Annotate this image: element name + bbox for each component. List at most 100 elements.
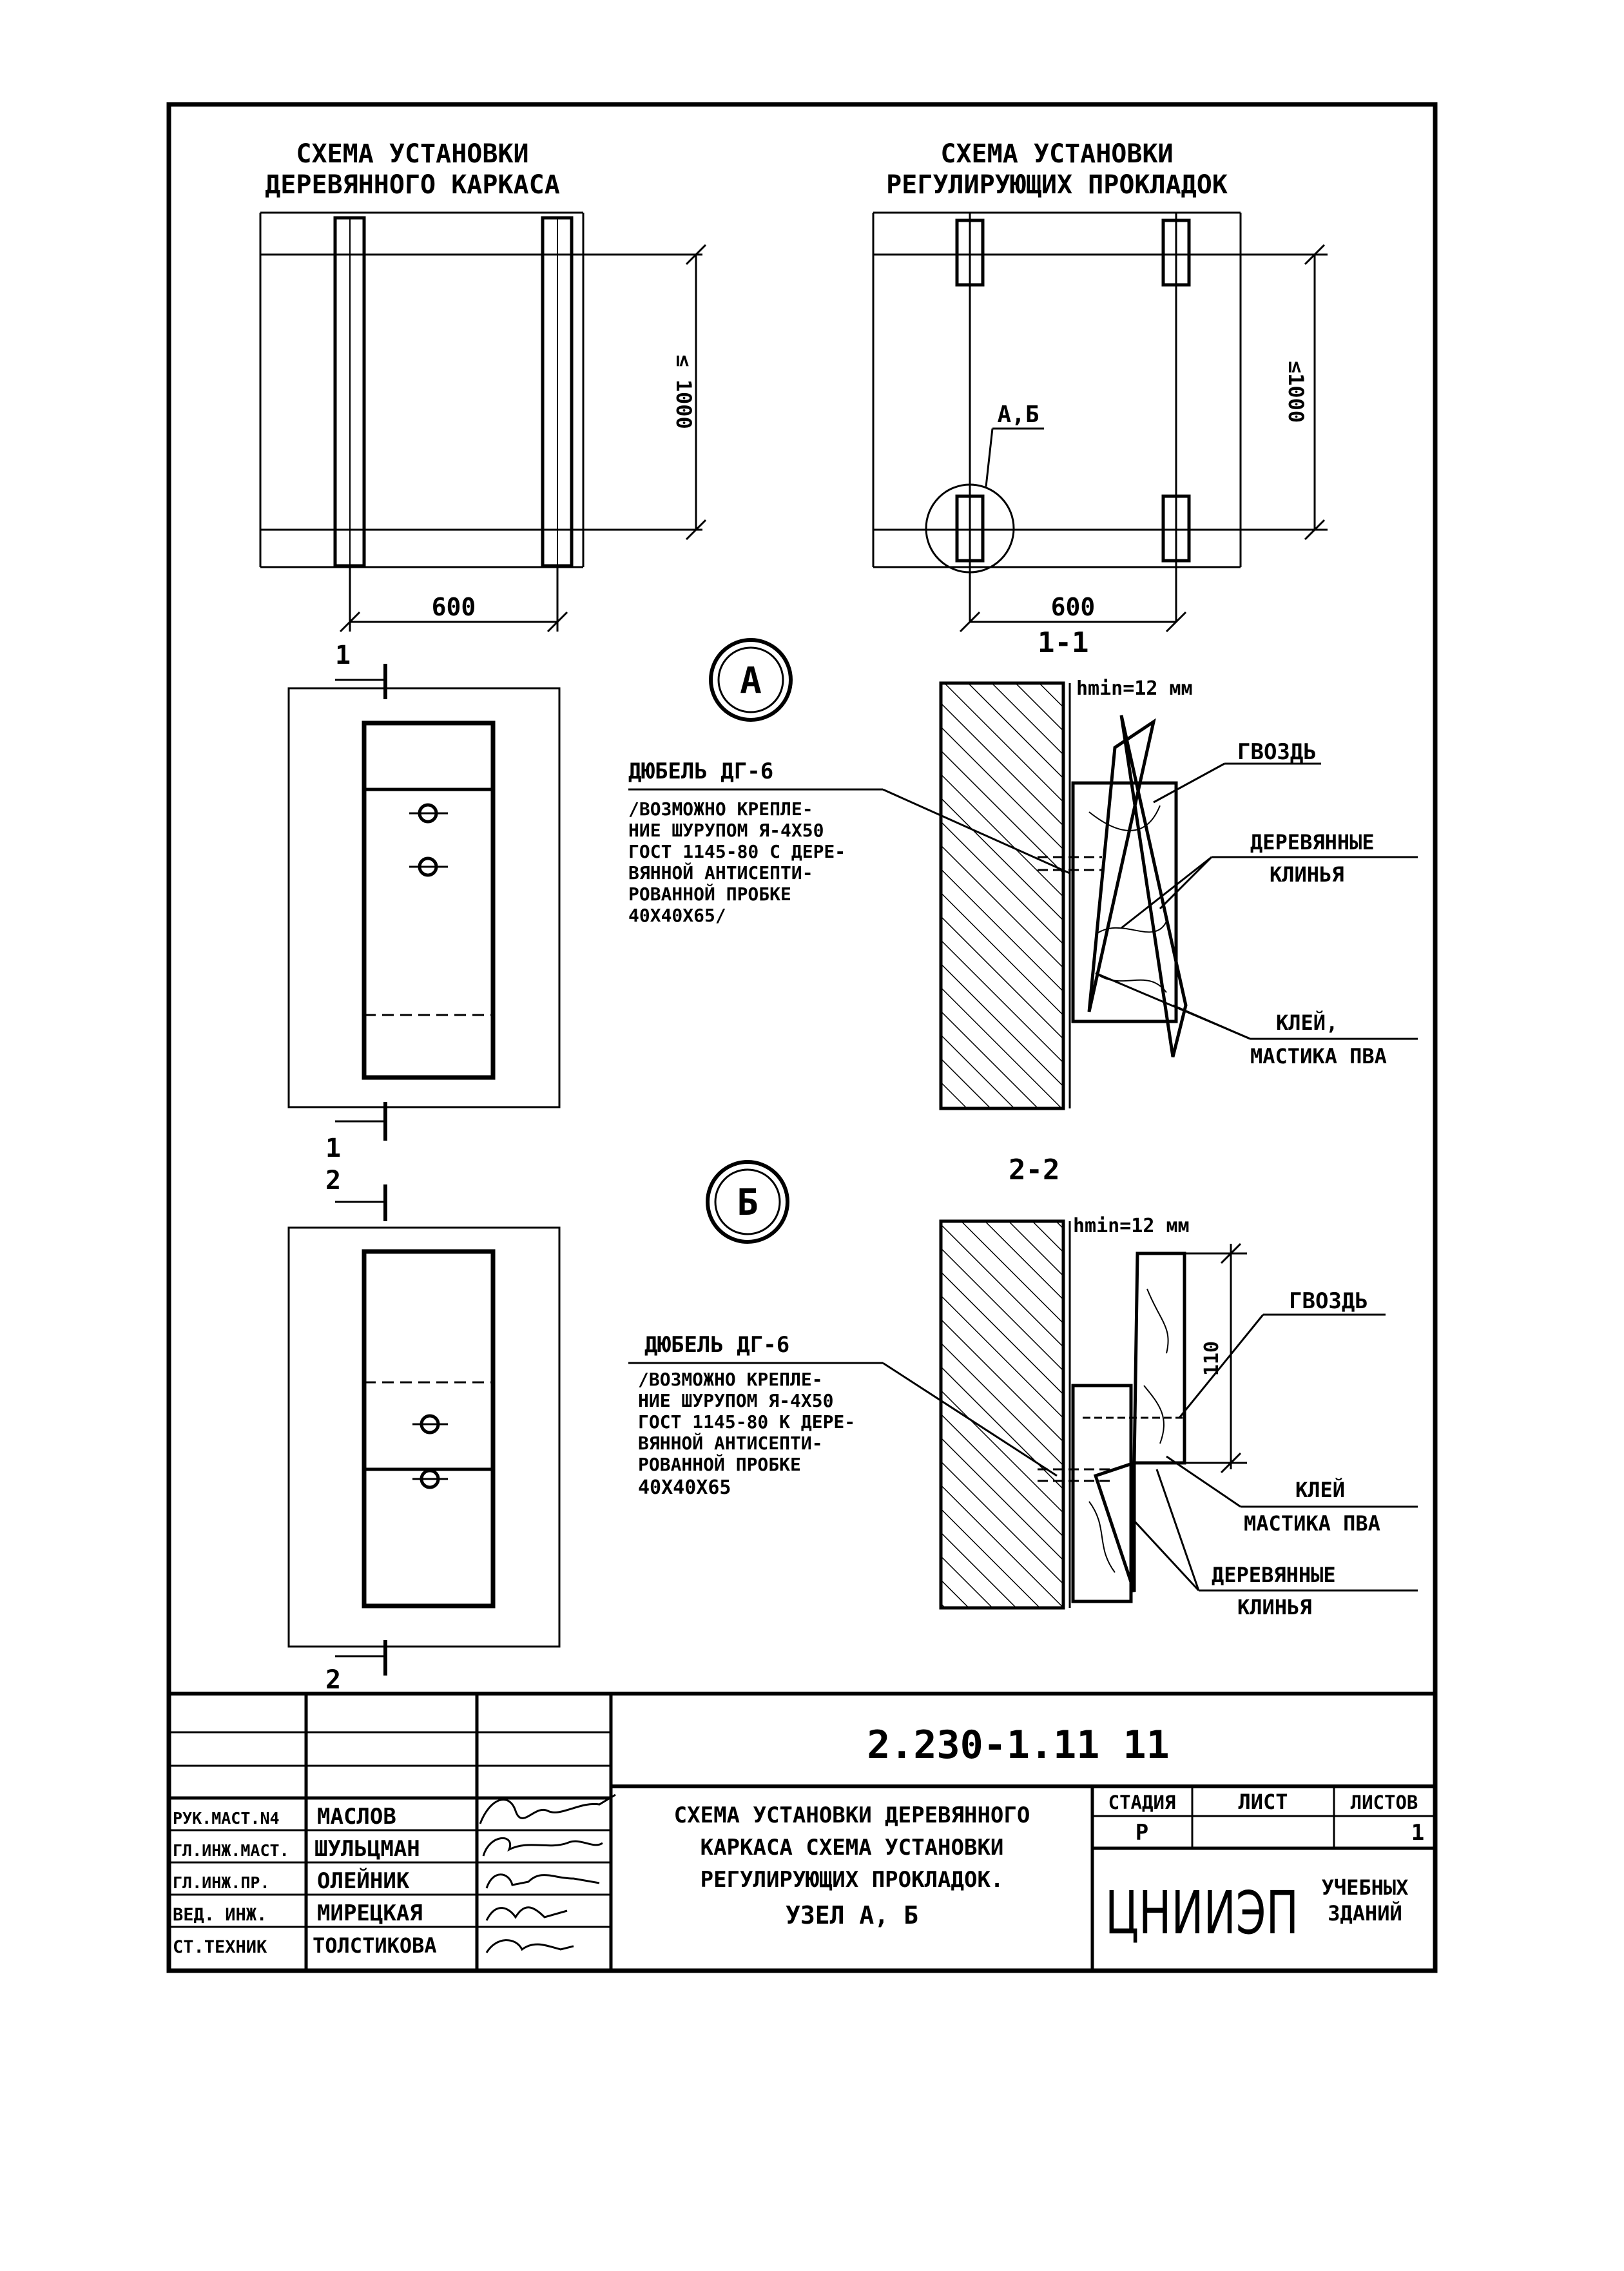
section-2-2-nail-label: ГВОЗДЬ [1289, 1288, 1368, 1314]
name-2: ШУЛЬЦМАН [314, 1836, 420, 1862]
frame-height-dim: ≤ 1000 [672, 354, 696, 429]
section-2-2-wedges-label-1: ДЕРЕВЯННЫЕ [1212, 1563, 1336, 1587]
name-1: МАСЛОВ [317, 1804, 396, 1830]
section-1-1-hmin: hmin=12 мм [1076, 677, 1193, 700]
wedge-a-1 [1087, 718, 1156, 1012]
node-b-note-line-3: ГОСТ 1145-80 К ДЕРЕ- [638, 1411, 855, 1433]
node-ab-callout-label: А,Б [997, 401, 1039, 428]
sheets-value: 1 [1411, 1820, 1424, 1846]
node-b-plan: 2 2 [287, 1166, 561, 1695]
signature-1 [479, 1793, 616, 1824]
shim-width-dim: 600 [1051, 593, 1096, 621]
node-a-note-line-1: /ВОЗМОЖНО КРЕПЛЕ- [628, 798, 813, 820]
stage-header: СТАДИЯ [1108, 1792, 1176, 1813]
cut-2-top: 2 [325, 1166, 341, 1195]
signature-4 [485, 1906, 568, 1921]
node-b-note-line-6: 40Х40Х65 [638, 1476, 731, 1499]
shim-scheme: СХЕМА УСТАНОВКИ РЕГУЛИРУЮЩИХ ПРОКЛАДОК А… [872, 139, 1328, 633]
node-b-dowel-label: ДЮБЕЛЬ ДГ-6 [644, 1332, 789, 1358]
node-a-block [362, 720, 496, 1080]
section-1-1-wedges-label-2: КЛИНЬЯ [1270, 862, 1344, 887]
section-2-2-label: 2-2 [1009, 1154, 1059, 1186]
section-1-1-glue-label-2: МАСТИКА ПВА [1250, 1044, 1387, 1068]
document-code: 2.230-1.11 11 [867, 1723, 1170, 1768]
role-5: СТ.ТЕХНИК [173, 1937, 267, 1957]
node-b-note: ДЮБЕЛЬ ДГ-6 /ВОЗМОЖНО КРЕПЛЕ- НИЕ ШУРУПО… [628, 1332, 1058, 1499]
name-4: МИРЕЦКАЯ [317, 1900, 423, 1926]
organization-sub-2: ЗДАНИЙ [1328, 1901, 1402, 1926]
section-2-2-glue-label-1: КЛЕЙ [1295, 1478, 1345, 1502]
node-a-note: ДЮБЕЛЬ ДГ-6 /ВОЗМОЖНО КРЕПЛЕ- НИЕ ШУРУПО… [628, 759, 1070, 926]
cut-1-top: 1 [335, 641, 351, 670]
organization-name: ЦНИИЭП [1105, 1879, 1299, 1947]
signature-5 [485, 1939, 574, 1953]
section-1-1-wedges-label-1: ДЕРЕВЯННЫЕ [1250, 830, 1375, 855]
shim-bottom-left [955, 494, 985, 563]
signature-3 [485, 1873, 600, 1889]
sheet-header: ЛИСТ [1238, 1790, 1288, 1814]
role-2: ГЛ.ИНЖ.МАСТ. [173, 1841, 289, 1860]
role-1: РУК.МАСТ.N4 [173, 1809, 280, 1828]
node-b-note-line-5: РОВАННОЙ ПРОБКЕ [638, 1453, 801, 1475]
shim-bottom-right [1161, 494, 1191, 563]
node-a-note-line-6: 40Х40Х65/ [628, 905, 726, 926]
section-1-1-nail-label: ГВОЗДЬ [1237, 739, 1317, 765]
section-1-1-glue-label-1: КЛЕЙ, [1276, 1010, 1338, 1035]
section-2-2-wedges-label-2: КЛИНЬЯ [1237, 1595, 1312, 1619]
section-2-2-hmin: hmin=12 мм [1073, 1215, 1190, 1237]
wedge-b-1 [1132, 1251, 1186, 1465]
node-a-marker-label: А [740, 660, 762, 702]
node-a-plan: 1 1 [287, 641, 561, 1163]
section-2-2-dim: 110 [1201, 1341, 1223, 1376]
node-a-marker [709, 638, 793, 722]
section-1-1: 1-1 hmin=12 мм ГВОЗДЬ ДЕРЕВЯННЫЕ КЛИНЬЯ … [939, 626, 1418, 1110]
node-b-note-line-1: /ВОЗМОЖНО КРЕПЛЕ- [638, 1369, 823, 1390]
shim-scheme-title-1: СХЕМА УСТАНОВКИ [940, 139, 1173, 169]
sheet-title-line-2: КАРКАСА СХЕМА УСТАНОВКИ [701, 1835, 1004, 1860]
frame-scheme: СХЕМА УСТАНОВКИ ДЕРЕВЯННОГО КАРКАСА ≤ 10… [259, 139, 707, 633]
node-b-note-line-2: НИЕ ШУРУПОМ Я-4Х50 [638, 1390, 833, 1411]
title-block: 2.230-1.11 11 РУК.МАСТ.N4 ГЛ.ИНЖ.МАСТ. Г… [169, 1692, 1435, 1971]
shim-top-left [955, 218, 985, 287]
sheet-title-line-4: УЗЕЛ А, Б [786, 1901, 918, 1929]
sheet-frame [166, 102, 1438, 1973]
wedge-a-2 [1119, 715, 1188, 1058]
shim-height-dim: ≤1000 [1284, 361, 1308, 423]
role-3: ГЛ.ИНЖ.ПР. [173, 1873, 270, 1892]
name-5: ТОЛСТИКОВА [313, 1933, 437, 1958]
section-2-2: 2-2 hmin=12 мм 110 ГВОЗДЬ КЛЕЙ МАСТИКА П… [939, 1154, 1418, 1619]
node-b-block [362, 1249, 496, 1609]
sheet-title-line-1: СХЕМА УСТАНОВКИ ДЕРЕВЯННОГО [674, 1802, 1030, 1828]
node-a-dowel-label: ДЮБЕЛЬ ДГ-6 [628, 759, 773, 784]
wall-hatch-b [939, 1219, 1065, 1610]
signature-2 [482, 1837, 603, 1857]
shim-scheme-title-2: РЕГУЛИРУЮЩИХ ПРОКЛАДОК [886, 170, 1228, 200]
node-ab-callout-circle [925, 483, 1015, 574]
node-b-marker-label: Б [737, 1182, 759, 1224]
wall-hatch-a [939, 681, 1065, 1110]
plug-a [1071, 781, 1178, 1023]
section-2-2-glue-label-2: МАСТИКА ПВА [1244, 1511, 1380, 1536]
wedge-b-2 [1093, 1460, 1136, 1592]
organization-sub-1: УЧЕБНЫХ [1322, 1875, 1409, 1900]
cut-1-bottom: 1 [325, 1134, 341, 1163]
stage-value: Р [1136, 1820, 1148, 1846]
frame-width-dim: 600 [432, 593, 476, 621]
node-a-note-line-2: НИЕ ШУРУПОМ Я-4Х50 [628, 820, 824, 841]
role-4: ВЕД. ИНЖ. [173, 1905, 267, 1925]
shim-top-right [1161, 218, 1191, 287]
plug-b [1071, 1384, 1133, 1603]
node-a-note-line-3: ГОСТ 1145-80 С ДЕРЕ- [628, 841, 846, 862]
frame-scheme-title-1: СХЕМА УСТАНОВКИ [296, 139, 528, 169]
section-1-1-label: 1-1 [1038, 626, 1088, 659]
node-b-note-line-4: ВЯННОЙ АНТИСЕПТИ- [638, 1432, 823, 1454]
name-3: ОЛЕЙНИК [317, 1868, 410, 1894]
sheets-header: ЛИСТОВ [1351, 1792, 1418, 1813]
cut-2-bottom: 2 [325, 1665, 341, 1695]
signatures [479, 1793, 616, 1953]
node-b-marker [706, 1160, 789, 1244]
sheet-title-line-3: РЕГУЛИРУЮЩИХ ПРОКЛАДОК. [701, 1867, 1004, 1893]
frame-scheme-title-2: ДЕРЕВЯННОГО КАРКАСА [265, 170, 560, 200]
node-a-note-line-4: ВЯННОЙ АНТИСЕПТИ- [628, 862, 813, 884]
